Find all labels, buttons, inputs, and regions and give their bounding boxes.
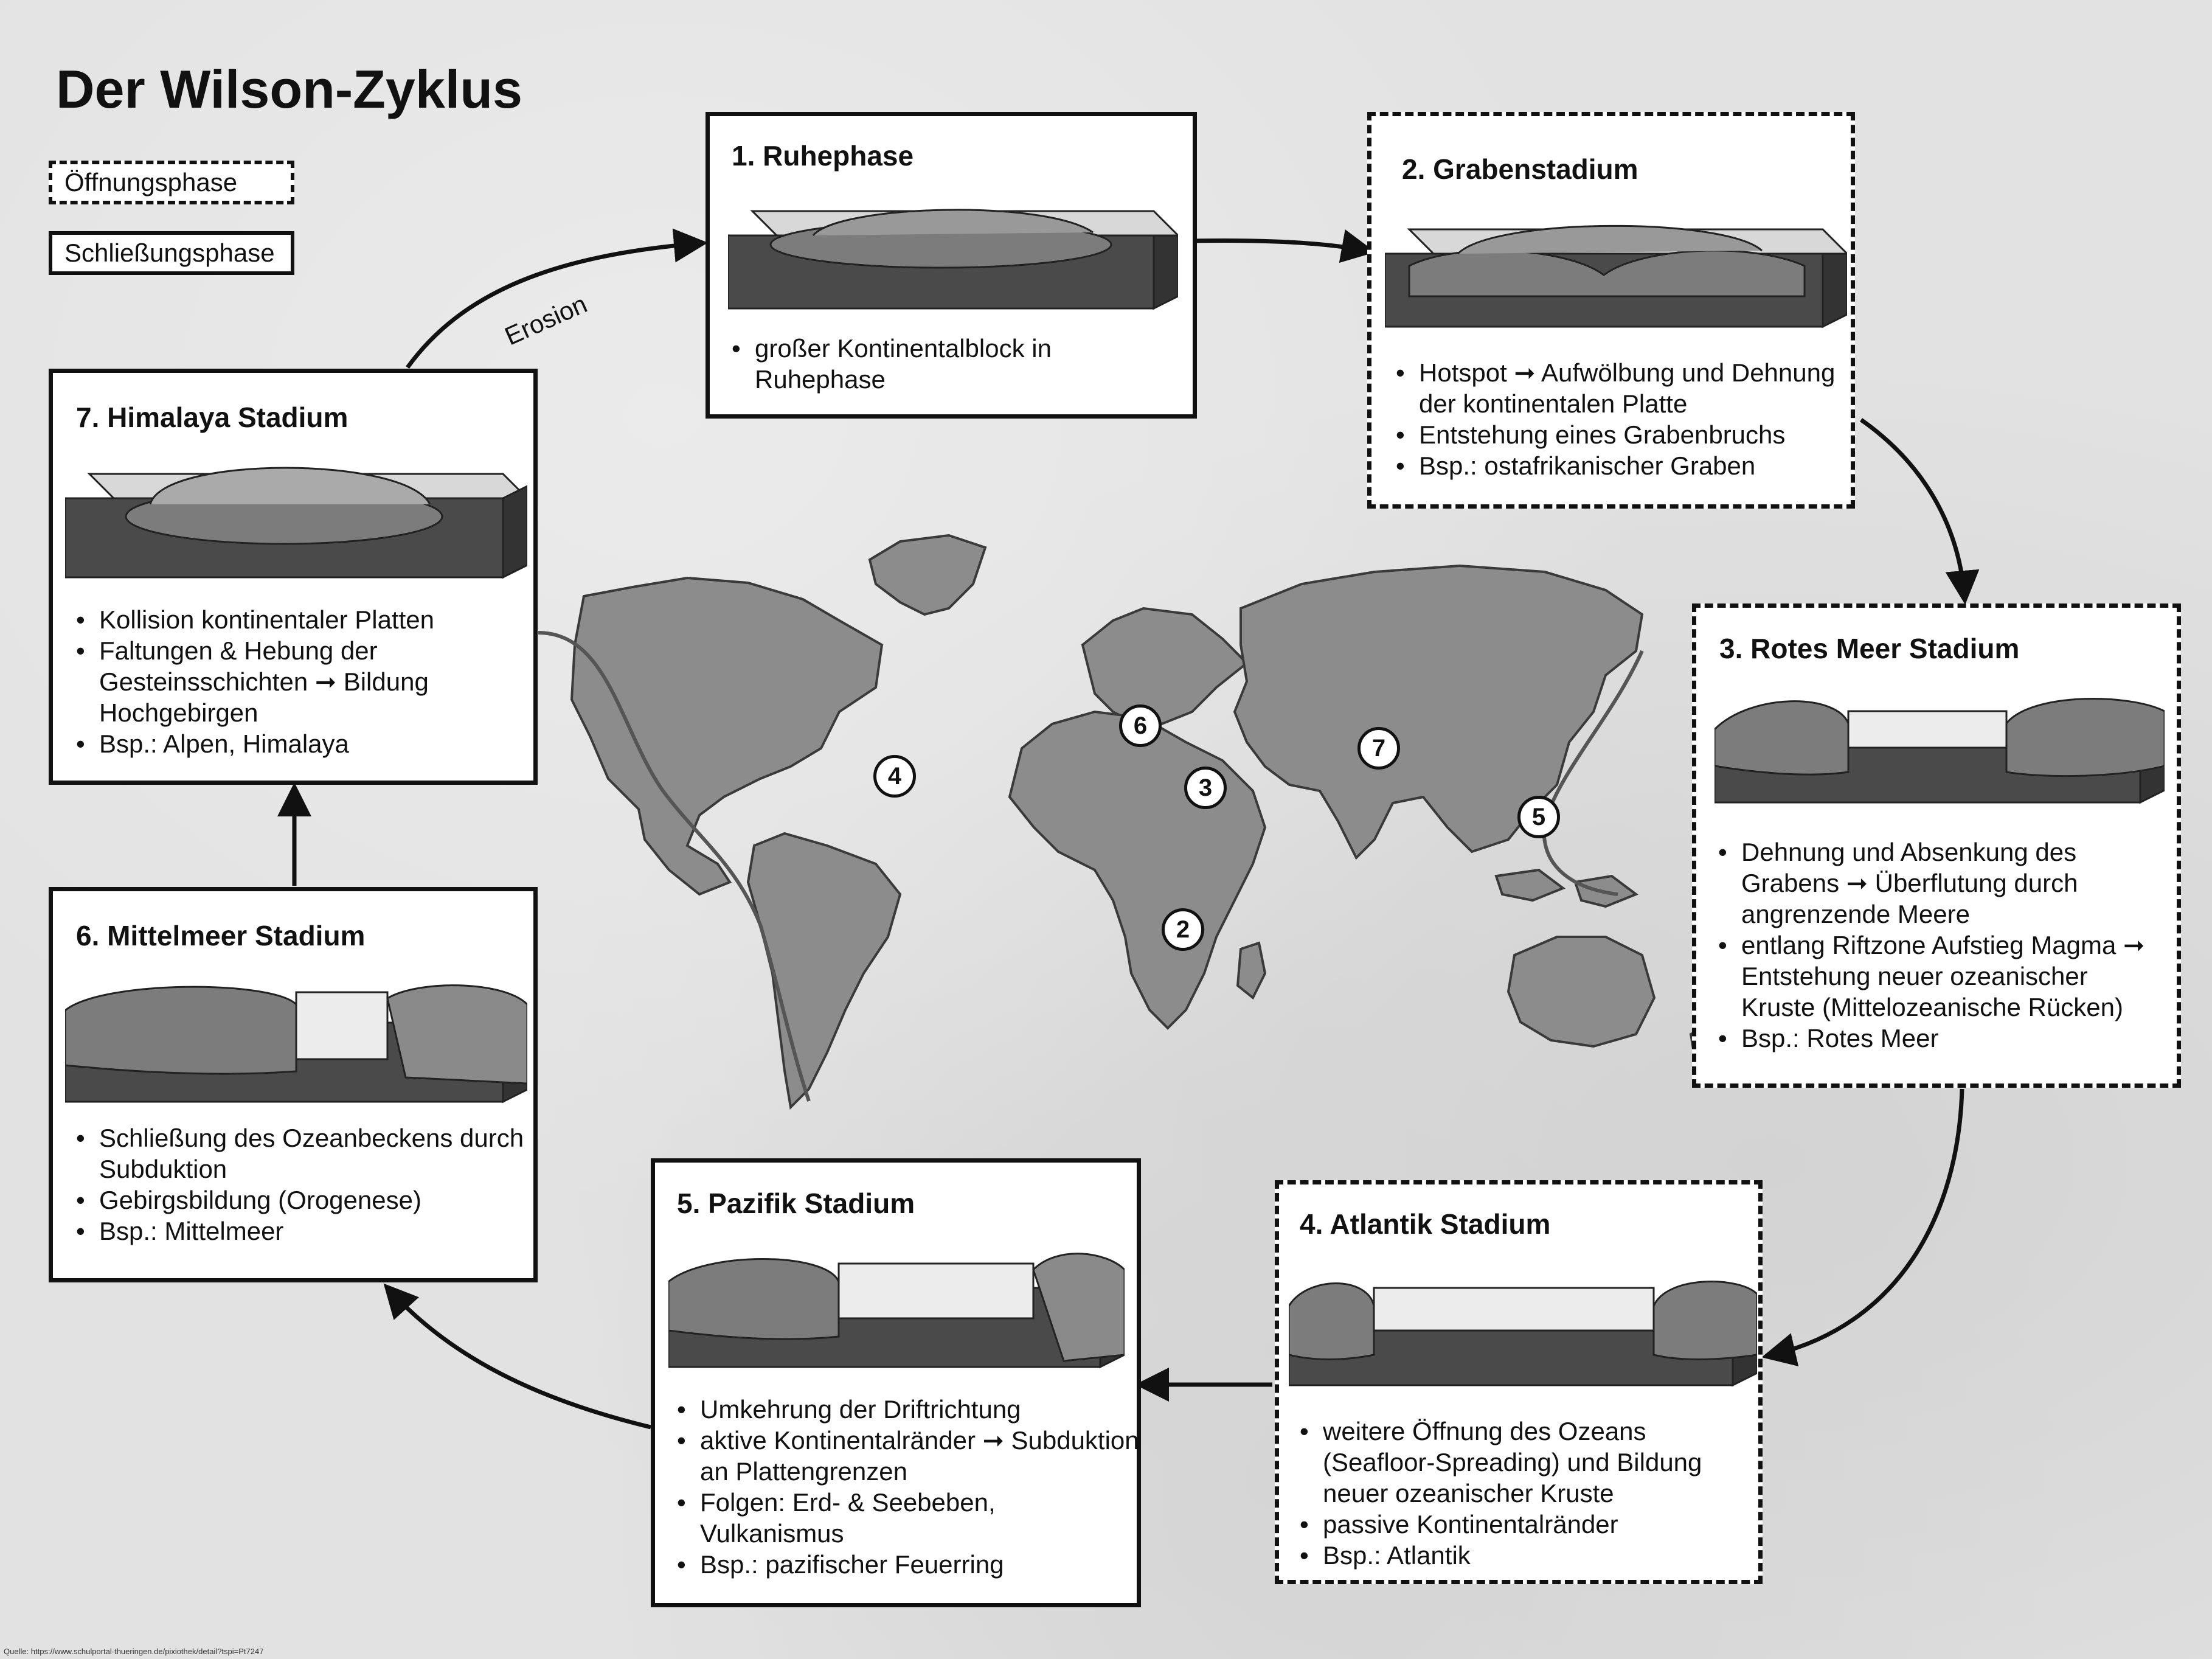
legend-closing-label: Schließungsphase bbox=[64, 238, 275, 267]
continent-europe bbox=[1081, 607, 1249, 725]
stage-card-7: 7. Himalaya Stadium Kollision kontinenta… bbox=[49, 369, 538, 785]
source-credit: Quelle: https://www.schulportal-thuering… bbox=[4, 1647, 264, 1656]
arrow-2-to-3 bbox=[1859, 418, 1980, 605]
stage-bullet: Faltungen & Hebung der Gesteinsschichten… bbox=[76, 635, 538, 728]
stage-bullet: entlang Riftzone Aufstieg Magma ➞ Entste… bbox=[1718, 930, 2168, 1023]
stage-bullet: Dehnung und Absenkung des Grabens ➞ Über… bbox=[1718, 836, 2168, 930]
stage-bullet: großer Kontinentalblock in Ruhephase bbox=[732, 333, 1170, 395]
stage-card-4: 4. Atlantik Stadium weitere Öffnung des … bbox=[1275, 1180, 1763, 1584]
map-marker-7: 7 bbox=[1357, 727, 1400, 770]
stage-title: 6. Mittelmeer Stadium bbox=[76, 920, 366, 951]
stage-bullet: Bsp.: pazifischer Feuerring bbox=[677, 1549, 1139, 1580]
stage-bullets: weitere Öffnung des Ozeans (Seafloor-Spr… bbox=[1300, 1416, 1762, 1571]
stage-illustration bbox=[1385, 224, 1847, 329]
stage-bullet: Kollision kontinentaler Platten bbox=[76, 604, 538, 635]
continent-south-america bbox=[746, 832, 902, 1110]
erosion-label: Erosion bbox=[501, 289, 591, 350]
continent-north-america bbox=[570, 576, 884, 896]
map-marker-2: 2 bbox=[1162, 908, 1204, 951]
stage-bullet: Bsp.: Rotes Meer bbox=[1718, 1023, 2168, 1054]
world-map bbox=[538, 534, 1711, 1110]
stage-title: 1. Ruhephase bbox=[732, 140, 914, 172]
stage-illustration bbox=[65, 467, 527, 579]
stage-bullet: Schließung des Ozeanbeckens durch Subduk… bbox=[76, 1122, 538, 1184]
stage-bullet: weitere Öffnung des Ozeans (Seafloor-Spr… bbox=[1300, 1416, 1762, 1509]
stage-card-5: 5. Pazifik Stadium Umkehrung der Driftri… bbox=[651, 1158, 1141, 1607]
stage-bullets: Dehnung und Absenkung des Grabens ➞ Über… bbox=[1718, 836, 2168, 1054]
stage-bullet: aktive Kontinentalränder ➞ Subduktion an… bbox=[677, 1425, 1139, 1487]
stage-illustration bbox=[65, 984, 527, 1104]
stage-title: 2. Grabenstadium bbox=[1402, 153, 1638, 185]
stage-bullet: Umkehrung der Driftrichtung bbox=[677, 1394, 1139, 1425]
stage-bullet: Bsp.: Mittelmeer bbox=[76, 1216, 538, 1247]
stage-card-1: 1. Ruhephase großer Kontinentalblock in … bbox=[706, 112, 1197, 419]
stage-bullets: Schließung des Ozeanbeckens durch Subduk… bbox=[76, 1122, 538, 1247]
legend-closing-phase: Schließungsphase bbox=[49, 231, 294, 275]
continent-asia bbox=[1233, 564, 1644, 860]
stage-card-6: 6. Mittelmeer Stadium Schließung des Oze… bbox=[49, 887, 538, 1282]
legend-opening-label: Öffnungsphase bbox=[64, 168, 238, 197]
stage-title: 5. Pazifik Stadium bbox=[677, 1188, 915, 1219]
stage-bullet: Entstehung eines Grabenbruchs bbox=[1396, 419, 1846, 450]
arrow-3-to-4 bbox=[1761, 1088, 1964, 1366]
stage-bullets: Kollision kontinentaler Platten Faltunge… bbox=[76, 604, 538, 759]
arrow-7-to-1 bbox=[406, 228, 708, 369]
stage-bullet: Folgen: Erd- & Seebeben, Vulkanismus bbox=[677, 1487, 1139, 1549]
stage-illustration bbox=[1289, 1281, 1757, 1387]
stage-bullet: Gebirgsbildung (Orogenese) bbox=[76, 1184, 538, 1216]
stage-illustration bbox=[1714, 698, 2165, 804]
legend-opening-phase: Öffnungsphase bbox=[49, 161, 294, 204]
stage-bullet: Bsp.: Atlantik bbox=[1300, 1540, 1762, 1571]
stage-illustration bbox=[728, 209, 1178, 310]
stage-illustration bbox=[668, 1253, 1125, 1369]
island-madagascar bbox=[1236, 941, 1267, 1000]
stage-bullets: großer Kontinentalblock in Ruhephase bbox=[732, 333, 1170, 395]
plate-boundary-americas bbox=[538, 631, 811, 1102]
stage-bullet: Bsp.: Alpen, Himalaya bbox=[76, 728, 538, 759]
stage-title: 7. Himalaya Stadium bbox=[76, 402, 348, 433]
continent-greenland bbox=[868, 534, 987, 616]
stage-card-2: 2. Grabenstadium Hotspot ➞ Aufwölbung un… bbox=[1367, 112, 1855, 509]
stage-bullet: Hotspot ➞ Aufwölbung und Dehnung der kon… bbox=[1396, 357, 1846, 419]
stage-card-3: 3. Rotes Meer Stadium Dehnung und Absenk… bbox=[1692, 603, 2181, 1088]
cycle-arrows bbox=[277, 228, 1980, 1430]
continent-africa bbox=[1008, 710, 1267, 1030]
stage-bullet: passive Kontinentalränder bbox=[1300, 1509, 1762, 1540]
continent-australia bbox=[1506, 936, 1656, 1048]
stage-bullets: Hotspot ➞ Aufwölbung und Dehnung der kon… bbox=[1396, 357, 1846, 481]
arrow-1-to-2 bbox=[1191, 229, 1376, 263]
stage-title: 3. Rotes Meer Stadium bbox=[1719, 633, 2020, 664]
islands-indonesia bbox=[1494, 868, 1639, 908]
map-marker-4: 4 bbox=[873, 755, 916, 798]
arrow-5-to-6 bbox=[383, 1283, 651, 1430]
stage-bullet: Bsp.: ostafrikanischer Graben bbox=[1396, 450, 1846, 481]
page-title: Der Wilson-Zyklus bbox=[56, 59, 522, 119]
map-marker-3: 3 bbox=[1184, 767, 1227, 809]
map-marker-6: 6 bbox=[1119, 704, 1162, 747]
map-marker-5: 5 bbox=[1517, 796, 1560, 838]
stage-title: 4. Atlantik Stadium bbox=[1300, 1208, 1551, 1240]
stage-bullets: Umkehrung der Driftrichtung aktive Konti… bbox=[677, 1394, 1139, 1580]
